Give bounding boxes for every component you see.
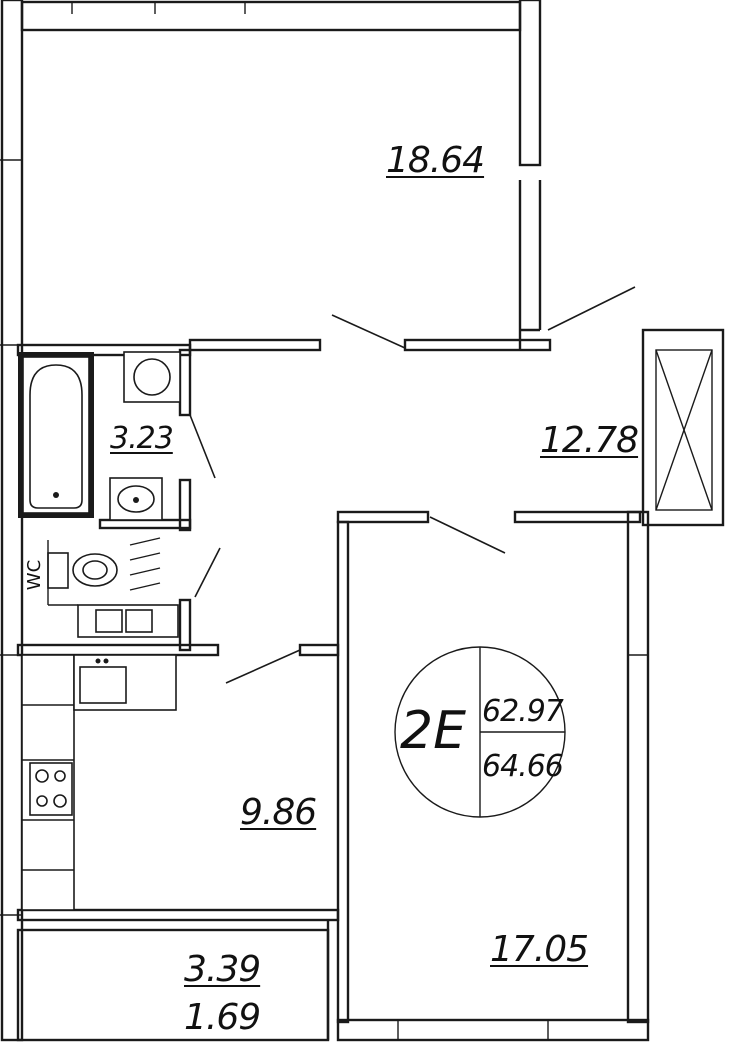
boiler-cabinet [77, 604, 179, 638]
room-area-kitchen: 9.86 [240, 792, 317, 833]
balcony-area-reduced: 1.69 [184, 997, 261, 1038]
room-area-hall: 12.78 [540, 420, 639, 461]
balcony-area-total: 3.39 [184, 949, 261, 990]
room-area-bathroom: 3.23 [110, 421, 174, 456]
doors [189, 286, 636, 684]
room-area-top: 18.64 [386, 140, 485, 181]
sink [109, 477, 163, 521]
toilet [47, 537, 161, 591]
stove [29, 762, 73, 816]
apartment-marker [394, 646, 566, 818]
washing-machine [123, 351, 181, 403]
apartment-code: 2E [400, 701, 466, 761]
apartment-total-area: 64.66 [482, 749, 564, 784]
apartment-living-area: 62.97 [482, 694, 564, 729]
wc-label: WC [24, 559, 46, 591]
bathtub [18, 352, 94, 518]
room-area-bottom: 17.05 [490, 929, 589, 970]
